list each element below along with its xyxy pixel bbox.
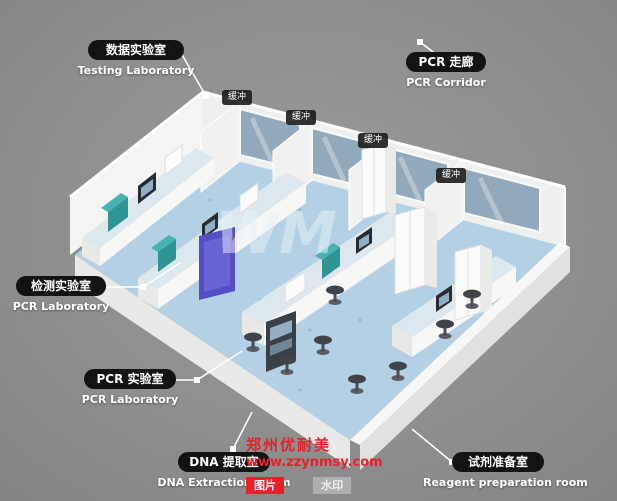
callout-pill: PCR 实验室 [84,369,176,389]
callout-subtitle: Reagent preparation room [423,476,588,489]
leader-dot [203,93,209,99]
watermark-badge-mark: 水印 [313,477,352,494]
callout-pill: 试剂准备室 [452,452,544,472]
back-left-wall [69,90,204,255]
leader-dot [194,377,200,383]
callout-subtitle: PCR Laboratory [12,300,110,313]
tall-cabinet-2 [394,206,437,295]
bench-instrument [239,182,259,214]
callout-pcr-laboratory-main: PCR 实验室 PCR Laboratory [55,369,205,406]
callout-subtitle: PCR Laboratory [81,393,179,406]
floor-slab-edge [75,255,350,468]
leader-testing-laboratory [180,52,209,99]
lab-stool [348,374,366,394]
leader-pcr-laboratory-main [176,350,243,383]
watermark-badges: 图片 水印 [246,474,416,494]
teal-analyzer [101,193,128,232]
callout-pill: 数据实验室 [88,40,184,60]
purple-door [199,227,235,300]
callout-subtitle: PCR Corridor [406,76,486,89]
callout-pcr-corridor: PCR 走廊 PCR Corridor [371,52,521,89]
computer-monitor [138,172,156,204]
leader-dot [140,284,146,290]
computer-monitor [202,212,218,240]
lab-stool [436,319,454,339]
callout-testing-laboratory: 数据实验室 Testing Laboratory [61,40,211,77]
watermark-company: 郑州优耐美 [246,436,332,454]
center-watermark: WM [215,199,337,267]
callout-pill: PCR 走廊 [406,52,486,72]
callout-leaders [107,39,455,465]
buffer-tag-3: 缓冲 [358,133,389,148]
callout-reagent-preparation-room: 试剂准备室 Reagent preparation room [423,452,588,489]
watermark-badge-picture: 图片 [246,477,284,494]
buffer-tag-4: 缓冲 [436,168,467,183]
callout-subtitle: Testing Laboratory [77,64,195,77]
leader-dot [230,446,236,452]
tall-cabinet-3 [454,244,492,321]
lab-stool [278,355,296,375]
computer-monitor [436,285,452,312]
site-watermark: 郑州优耐美 www.zzynmsy.com 图片 水印 [246,436,416,494]
bench-instrument [284,271,306,304]
bench-row-back [82,143,214,266]
computer-monitor [356,227,372,254]
teal-analyzer [315,243,340,279]
callout-dna-extraction-room: DNA 提取室 DNA Extraction Room [149,452,299,489]
callout-pcr-laboratory-left: 检测实验室 PCR Laboratory [0,276,122,313]
buffer-tag-1: 缓冲 [222,90,253,105]
leader-dot [417,39,423,45]
leader-pcr-laboratory-left [107,262,181,290]
lab-stool [314,335,332,355]
lab-stools [244,285,481,394]
leader-dna-extraction [230,411,253,452]
watermark-url: www.zzynmsy.com [246,454,383,470]
lab-stool [389,361,407,381]
callout-pill: 检测实验室 [16,276,106,296]
callout-pill: DNA 提取室 [178,452,270,472]
front-right-wall [350,242,570,470]
tall-cabinet-1 [361,143,396,220]
lab-stool [326,285,344,305]
buffer-tag-2: 缓冲 [286,110,317,125]
bench-instrument [164,143,183,177]
lab-stool [244,332,262,352]
teal-analyzer [151,235,176,272]
lab-stool [463,289,481,309]
